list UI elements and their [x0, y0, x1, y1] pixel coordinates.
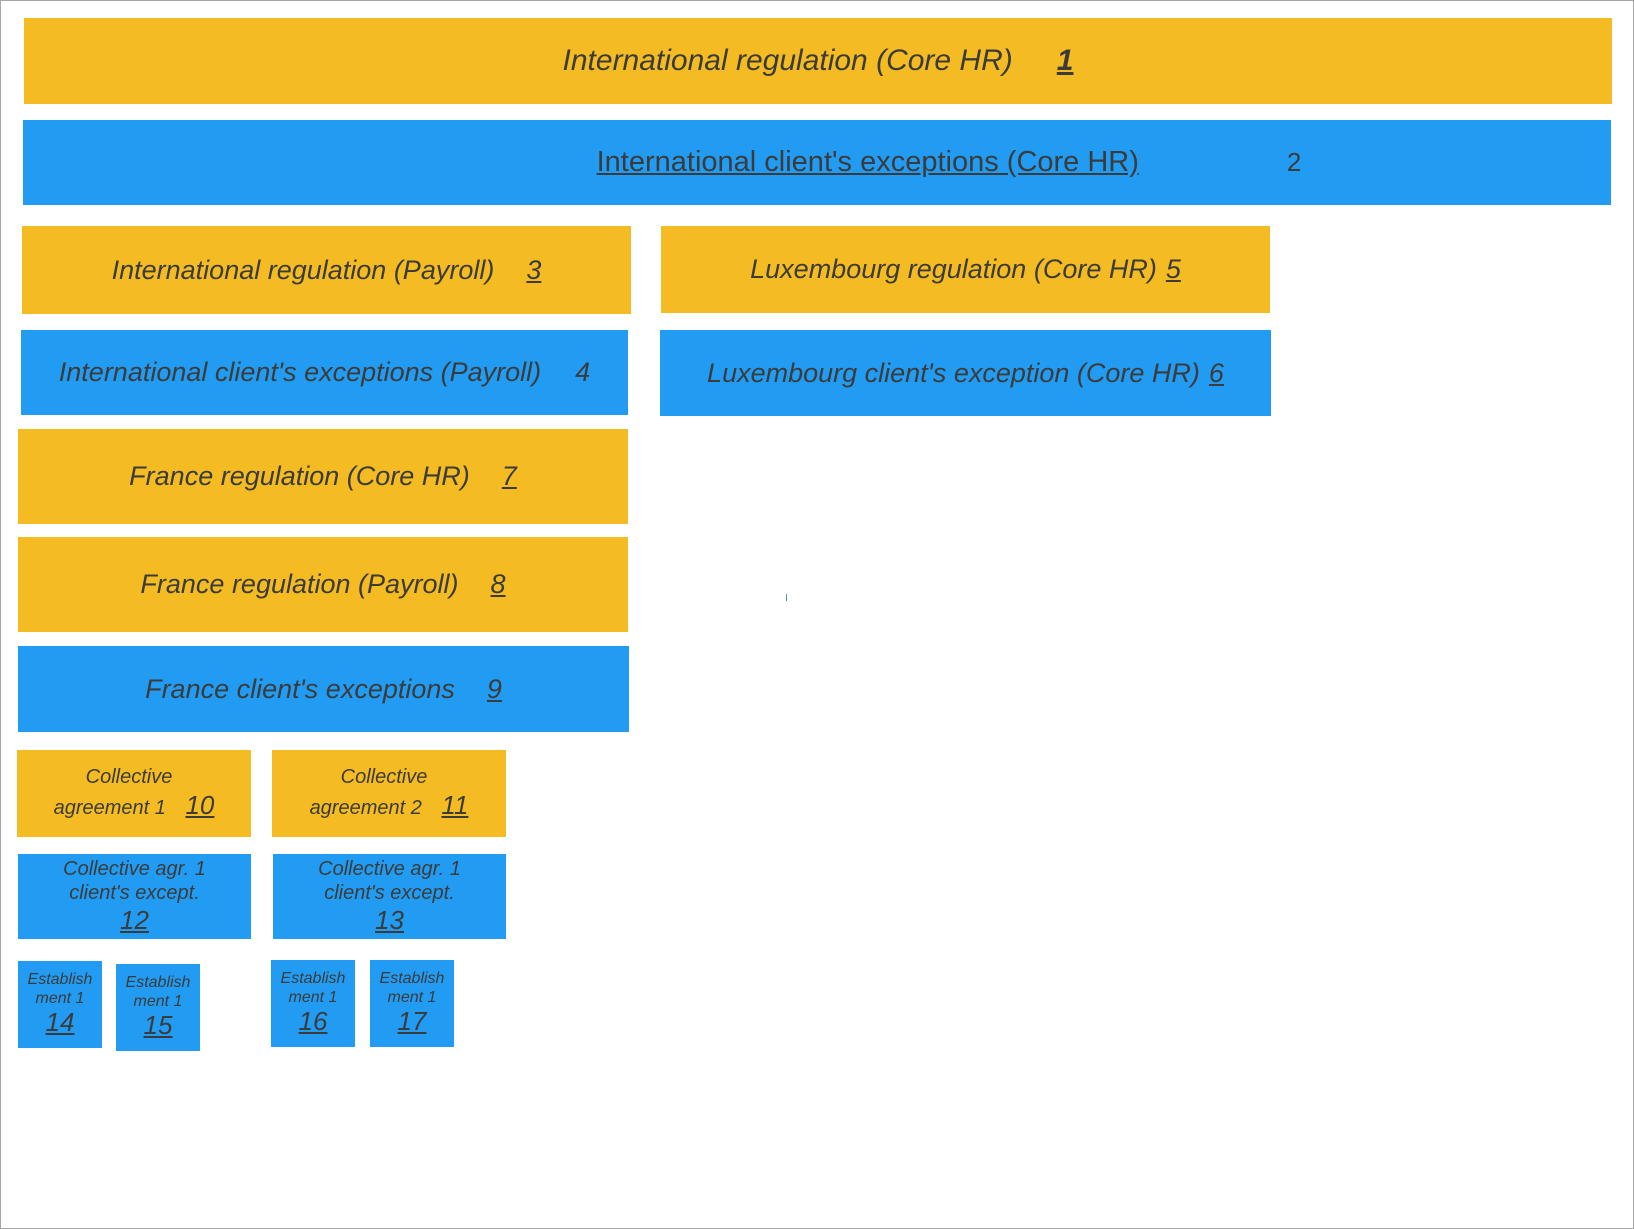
box-france-regulation-core-hr: France regulation (Core HR) 7	[18, 429, 628, 524]
box-label-line2: agreement 1	[53, 797, 166, 820]
box-international-regulation-core-hr: International regulation (Core HR) 1	[24, 18, 1612, 104]
box-international-client-exceptions-payroll: International client's exceptions (Payro…	[21, 330, 628, 415]
box-label-line2: client's except.	[69, 881, 200, 904]
box-establishment-16: Establish ment 1 16	[271, 960, 355, 1047]
box-establishment-14: Establish ment 1 14	[18, 961, 102, 1048]
box-label: France regulation (Core HR)	[129, 461, 470, 491]
box-number: 1	[1056, 44, 1074, 77]
box-label: Luxembourg regulation (Core HR)	[750, 254, 1157, 284]
box-label-line1: Establish	[280, 970, 346, 988]
box-number: 17	[397, 1005, 427, 1036]
box-number: 6	[1208, 357, 1224, 388]
box-label-line1: Collective agr. 1	[63, 857, 206, 880]
box-label: International regulation (Payroll)	[111, 254, 495, 285]
box-label-line1: Establish	[27, 971, 93, 989]
box-number: 12	[120, 904, 149, 935]
box-number: 13	[375, 904, 404, 935]
box-establishment-15: Establish ment 1 15	[116, 964, 200, 1051]
box-label: International client's exceptions (Payro…	[58, 357, 542, 387]
box-international-client-exceptions-core-hr: International client's exceptions (Core …	[23, 120, 1611, 205]
box-number: 14	[45, 1006, 75, 1037]
box-number: 5	[1165, 254, 1181, 284]
box-luxembourg-regulation-core-hr: Luxembourg regulation (Core HR) 5	[661, 226, 1270, 313]
box-label: International regulation (Core HR)	[562, 44, 1013, 77]
box-france-regulation-payroll: France regulation (Payroll) 8	[18, 537, 628, 632]
box-label-line1: Establish	[379, 970, 445, 988]
box-label-line2: agreement 2	[309, 797, 422, 820]
box-number: 11	[441, 790, 469, 821]
box-france-client-exceptions: France client's exceptions 9	[18, 646, 629, 732]
box-collective-agreement-2: Collective agreement 2 11	[272, 750, 506, 837]
box-label-line2: ment 1	[35, 989, 85, 1007]
box-number: 3	[526, 254, 542, 285]
box-number: 16	[298, 1005, 328, 1036]
box-international-regulation-payroll: International regulation (Payroll) 3	[22, 226, 631, 314]
box-number: 4	[575, 357, 591, 387]
box-number: 8	[490, 569, 506, 599]
box-label-line1: Collective agr. 1	[318, 857, 461, 880]
box-label-line2: ment 1	[288, 988, 338, 1006]
box-label: Luxembourg client's exception (Core HR)	[707, 357, 1200, 388]
box-number: 2	[1286, 147, 1302, 177]
box-label: France client's exceptions	[145, 673, 455, 704]
box-label-line1: Establish	[125, 974, 191, 992]
box-luxembourg-client-exception-core-hr: Luxembourg client's exception (Core HR) …	[660, 330, 1271, 416]
text-cursor-mark	[786, 594, 787, 601]
box-label: France regulation (Payroll)	[140, 569, 459, 599]
box-collective-agr-1-client-except-a: Collective agr. 1 client's except. 12	[18, 854, 251, 939]
box-label-line1: Collective	[340, 766, 428, 789]
box-label-line1: Collective	[85, 766, 173, 789]
box-number: 15	[143, 1009, 173, 1040]
box-number: 9	[486, 673, 502, 704]
box-collective-agreement-1: Collective agreement 1 10	[17, 750, 251, 837]
box-label-line2: ment 1	[387, 988, 437, 1006]
box-label: International client's exceptions (Core …	[596, 146, 1139, 178]
box-establishment-17: Establish ment 1 17	[370, 960, 454, 1047]
box-number: 10	[185, 790, 215, 821]
box-label-line2: ment 1	[133, 992, 183, 1010]
box-label-line2: client's except.	[324, 881, 455, 904]
box-collective-agr-1-client-except-b: Collective agr. 1 client's except. 13	[273, 854, 506, 939]
box-number: 7	[501, 461, 517, 491]
